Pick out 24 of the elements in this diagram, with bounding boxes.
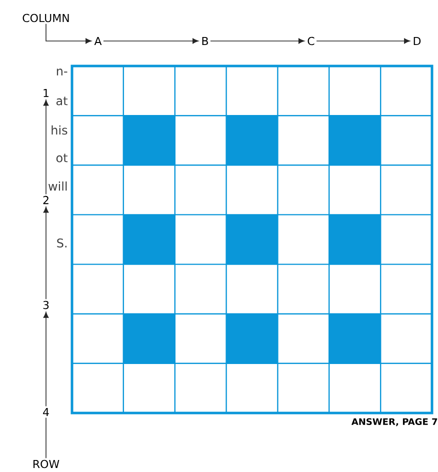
- text-fragment: ot: [56, 154, 68, 162]
- arrow: [43, 206, 49, 300]
- arrow: [43, 100, 49, 195]
- axis-label: COLUMN: [22, 14, 69, 22]
- axis-label: 4: [43, 408, 49, 416]
- text-fragment: S.: [57, 238, 66, 248]
- axis-label: 3: [43, 300, 49, 310]
- axis-label: 2: [43, 196, 48, 204]
- arrow: [46, 23, 92, 44]
- arrow: [103, 38, 198, 44]
- arrow: [316, 38, 410, 44]
- text-fragment: n-: [56, 68, 68, 76]
- axis-label: B: [202, 37, 208, 46]
- axis-label: A: [94, 37, 102, 46]
- arrow: [43, 312, 49, 407]
- text-fragment: his: [52, 125, 68, 135]
- axis-label: ROW: [34, 460, 60, 468]
- answer-note: ANSWER, PAGE 7: [351, 418, 438, 426]
- axis-label: 1: [44, 89, 48, 98]
- text-fragment: at: [56, 96, 68, 106]
- axis-label: D: [414, 37, 421, 46]
- arrow: [210, 38, 304, 44]
- axis-label: C: [308, 36, 314, 46]
- text-fragment: will: [48, 181, 67, 191]
